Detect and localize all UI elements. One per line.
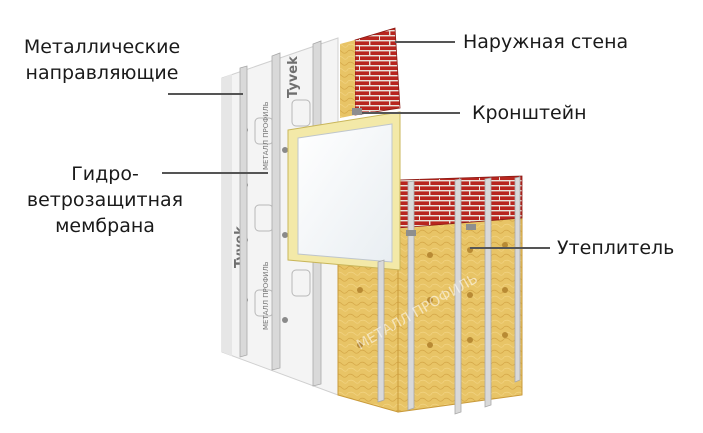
membrane-brand-text: Tyvek [286,56,301,98]
label-line: мембрана [55,215,155,237]
label-line: Металлические [23,36,181,58]
label-line: Гидро- [71,163,139,185]
outer-wall-brick [340,27,401,118]
window-opening [287,111,401,271]
membrane-logo-text: МЕТАЛЛ ПРОФИЛЬ [262,261,270,330]
leader-lines [162,41,550,249]
label-membrane: Гидро- ветрозащитная мембрана [25,161,185,239]
label-metal-rails: Металлические направляющие [14,34,190,86]
label-bracket: Кронштейн [472,102,587,124]
label-insulation: Утеплитель [557,237,675,259]
brackets [352,108,476,236]
insulation-rails [377,176,521,415]
label-outer-wall: Наружная стена [463,31,629,53]
label-line: ветрозащитная [26,189,184,211]
label-line: направляющие [25,62,179,84]
membrane-logo-text: МЕТАЛЛ ПРОФИЛЬ [262,101,270,170]
